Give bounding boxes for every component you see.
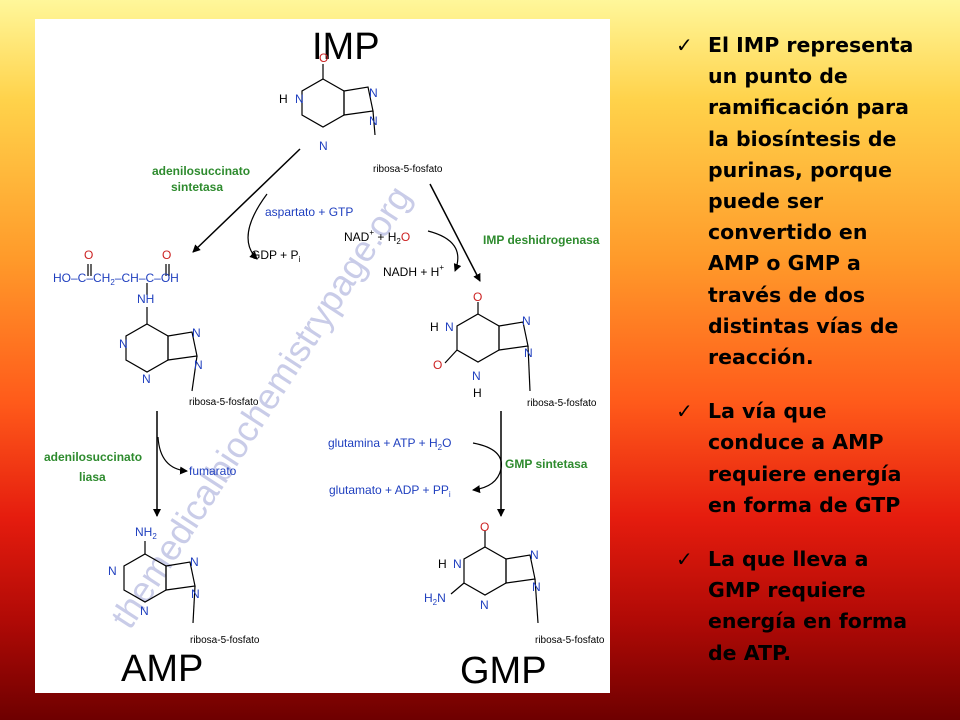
bullet-line: GMP requiere	[708, 578, 866, 603]
enzyme-gmp-synthetase: GMP sintetasa	[505, 457, 588, 471]
amp-n9: N	[191, 587, 200, 601]
cofactor-gdp-pi: GDP + Pi	[251, 248, 300, 264]
xmp-n7: N	[522, 314, 531, 328]
bullet-list: ✓ El IMP representa un punto de ramifica…	[668, 30, 958, 692]
enzyme-adenylosuccinate-lyase-line1: adenilosuccinato	[44, 450, 142, 464]
bullet-line: distintas vías de	[708, 313, 899, 338]
imp-title: IMP	[312, 26, 380, 68]
enzyme-adenylosuccinate-lyase-line2: liasa	[79, 470, 106, 484]
bullet-line: en forma de GTP	[708, 492, 901, 517]
amp-n7: N	[190, 555, 199, 569]
adenylosuccinate-n7: N	[192, 326, 201, 340]
arrow-fumarate-curve	[157, 436, 188, 475]
imp-n3: N	[319, 139, 328, 153]
cofactor-nad-h2o: NAD+ + H2O	[344, 228, 410, 246]
succinyl-nh: NH	[137, 292, 154, 306]
xmp-h1: H	[430, 320, 439, 334]
xmp-o6: O	[473, 290, 482, 304]
imp-ribose-label: ribosa-5-fosfato	[373, 164, 443, 175]
adenylosuccinate-n1: N	[119, 337, 128, 351]
bullet-line: un punto de	[708, 64, 848, 89]
bullet-item-amp-path: ✓ La vía que conduce a AMP requiere ener…	[668, 396, 958, 521]
bullet-line: puede ser	[708, 189, 824, 214]
bullet-line: ramificación para	[708, 95, 909, 120]
gmp-nh2: H2N	[424, 591, 446, 607]
gmp-n9: N	[532, 580, 541, 594]
bullet-line: reacción.	[708, 345, 814, 370]
arrow-atp-curve	[472, 442, 503, 494]
bullet-line: purinas, porque	[708, 157, 892, 182]
cofactor-nadh-h: NADH + H+	[383, 263, 444, 279]
imp-n1: N	[295, 92, 304, 106]
xmp-structure	[444, 302, 531, 392]
adenylosuccinate-n9: N	[194, 358, 203, 372]
gmp-n3: N	[480, 598, 489, 612]
bullet-line: través de dos	[708, 282, 866, 307]
imp-structure	[301, 64, 376, 136]
gmp-o6: O	[480, 520, 489, 534]
amp-n3: N	[140, 604, 149, 618]
succinyl-o2: O	[162, 248, 171, 262]
watermark: themedicalbiochemistrypage.org	[102, 178, 419, 635]
gmp-n7: N	[530, 548, 539, 562]
succinyl-chain: HO–C–CH2–CH–C–OH	[53, 271, 179, 287]
adenylosuccinate-n3: N	[142, 372, 151, 386]
amp-structure	[123, 541, 196, 624]
check-icon: ✓	[676, 547, 693, 572]
imp-n7: N	[369, 86, 378, 100]
diagram-panel: themedicalbiochemistrypage.org IMP O H N…	[35, 19, 610, 693]
arrow-imp-to-xmp	[429, 183, 481, 282]
xmp-h3: H	[473, 386, 482, 400]
xmp-n3: N	[472, 369, 481, 383]
amp-ribose-label: ribosa-5-fosfato	[190, 635, 260, 646]
xmp-n9: N	[524, 346, 533, 360]
arrow-nad-curve	[427, 230, 462, 272]
gmp-n1: N	[453, 557, 462, 571]
bullet-line: requiere energía	[708, 461, 902, 486]
adenylosuccinate-ribose-label: ribosa-5-fosfato	[189, 397, 259, 408]
enzyme-imp-dehydrogenase: IMP deshidrogenasa	[483, 233, 600, 247]
amp-nh2: NH2	[135, 525, 157, 541]
bullet-line: El IMP representa	[708, 33, 914, 57]
cofactor-fumarate: fumarato	[189, 464, 237, 478]
imp-n9: N	[369, 114, 378, 128]
enzyme-adenylosuccinate-synthetase-line2: sintetasa	[171, 180, 223, 194]
xmp-n1: N	[445, 320, 454, 334]
bullet-line: conduce a AMP	[708, 430, 884, 455]
bullet-line: La vía que	[708, 399, 827, 424]
gmp-h1: H	[438, 557, 447, 571]
check-icon: ✓	[676, 399, 693, 424]
bullet-line: la biosíntesis de	[708, 126, 897, 151]
amp-n1: N	[108, 564, 117, 578]
gmp-structure	[450, 531, 539, 624]
cofactor-aspartate-gtp: aspartato + GTP	[265, 205, 353, 219]
bullet-line: de ATP.	[708, 640, 792, 665]
bullet-line: AMP o GMP a	[708, 251, 861, 276]
arrow-gtp-curve	[247, 193, 268, 260]
cofactor-gln-atp-h2o: glutamina + ATP + H2O	[328, 436, 451, 452]
check-icon: ✓	[676, 33, 693, 57]
bullet-line: energía en forma	[708, 609, 908, 634]
amp-title: AMP	[121, 648, 203, 690]
bullet-item-gmp-path: ✓ La que lleva a GMP requiere energía en…	[668, 544, 958, 669]
enzyme-adenylosuccinate-synthetase-line1: adenilosuccinato	[152, 164, 250, 178]
succinyl-o1: O	[84, 248, 93, 262]
cofactor-glu-adp-ppi: glutamato + ADP + PPi	[329, 483, 451, 499]
xmp-o2: O	[433, 358, 442, 372]
arrow-imp-to-adenylosuccinate	[192, 148, 301, 253]
imp-oxygen: O	[319, 51, 328, 65]
gmp-title: GMP	[460, 650, 547, 692]
xmp-ribose-label: ribosa-5-fosfato	[527, 398, 597, 409]
bullet-line: convertido en	[708, 220, 868, 245]
adenylosuccinate-structure	[87, 264, 198, 392]
bullet-line: La que lleva a	[708, 547, 869, 572]
gmp-ribose-label: ribosa-5-fosfato	[535, 635, 605, 646]
bullet-item-branch-point: ✓ El IMP representa un punto de ramifica…	[668, 30, 958, 373]
imp-h: H	[279, 92, 288, 106]
